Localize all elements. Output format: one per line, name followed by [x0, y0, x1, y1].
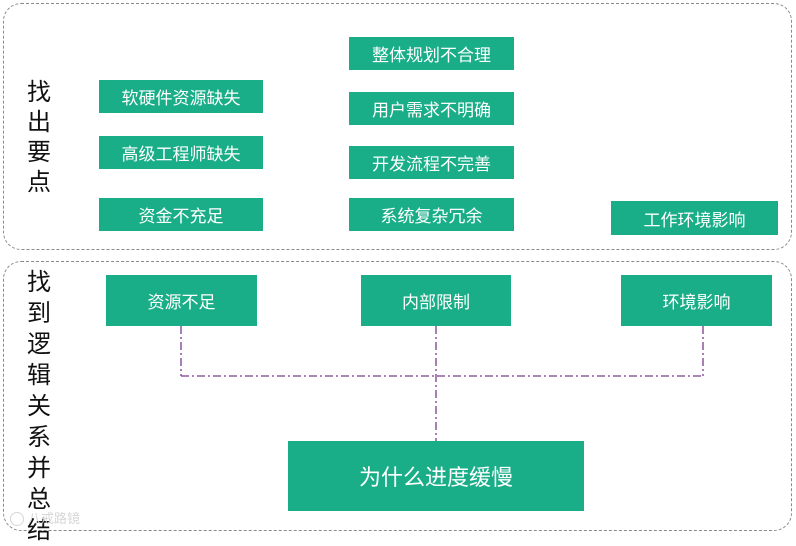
watermark: 八戒路镜 [10, 508, 80, 527]
point-box-senior-engineers: 高级工程师缺失 [99, 136, 263, 169]
find-points-label: 找出要点 [27, 78, 51, 196]
point-box-system-complexity: 系统复杂冗余 [349, 198, 514, 231]
find-logic-panel [3, 261, 792, 531]
find-points-panel [3, 3, 792, 250]
point-box-work-environment: 工作环境影响 [611, 201, 778, 235]
point-box-dev-process: 开发流程不完善 [349, 146, 514, 179]
category-box-resources: 资源不足 [106, 275, 257, 326]
watermark-icon [10, 512, 24, 526]
point-box-planning: 整体规划不合理 [349, 37, 514, 70]
watermark-text: 八戒路镜 [28, 512, 81, 527]
point-box-user-requirements: 用户需求不明确 [349, 92, 514, 125]
conclusion-box: 为什么进度缓慢 [288, 441, 584, 511]
category-box-internal-limits: 内部限制 [361, 275, 511, 326]
category-box-environment: 环境影响 [621, 275, 772, 326]
point-box-insufficient-funds: 资金不充足 [99, 198, 263, 231]
find-logic-label: 找到逻辑关系并总结 [27, 268, 51, 544]
point-box-hw-sw-resources: 软硬件资源缺失 [99, 80, 263, 113]
